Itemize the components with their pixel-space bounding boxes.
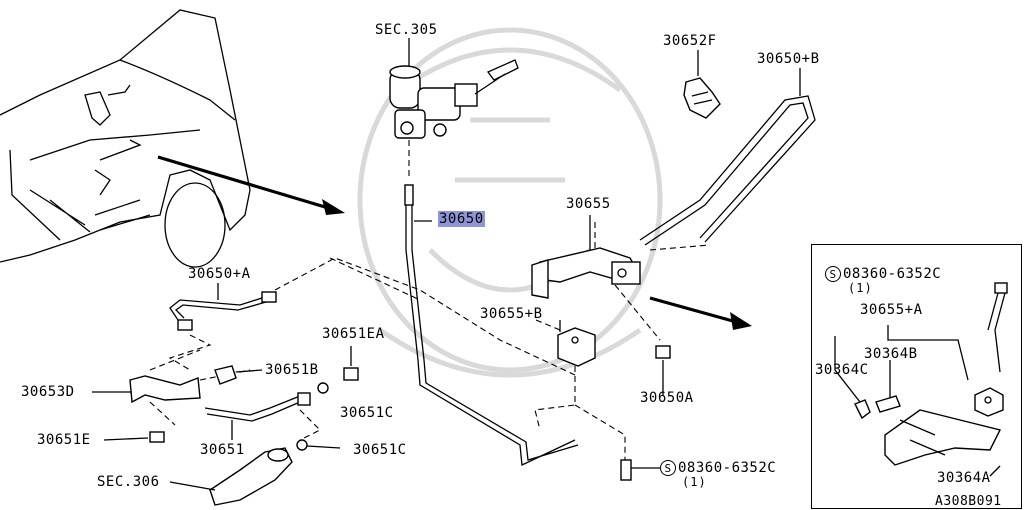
label-sec305: SEC.305 bbox=[375, 22, 438, 38]
bracket-30653d bbox=[92, 349, 251, 426]
clip-30651b bbox=[214, 365, 263, 385]
pointer-arrows bbox=[157, 155, 752, 330]
hose-30651 bbox=[204, 382, 329, 441]
slave-cylinder bbox=[169, 447, 293, 506]
clip-30652f bbox=[683, 77, 721, 119]
washer-30651c bbox=[296, 439, 341, 451]
label-30650b: 30650+B bbox=[757, 51, 820, 67]
label-30651e: 30651E bbox=[37, 432, 91, 448]
s-symbol-icon: S bbox=[825, 266, 841, 282]
label-30655b: 30655+B bbox=[480, 306, 543, 322]
label-30653d: 30653D bbox=[21, 384, 75, 400]
label-30655: 30655 bbox=[566, 196, 611, 212]
inset-label-30364c: 30364C bbox=[815, 362, 869, 378]
label-30651ea: 30651EA bbox=[322, 326, 385, 342]
label-30650a: 30650A bbox=[640, 390, 694, 406]
inset-qty-bolt: (1) bbox=[848, 281, 873, 295]
pipe-30650a-plus bbox=[168, 257, 576, 376]
inset-label-30655a: 30655+A bbox=[860, 302, 923, 318]
inset-label-30364b: 30364B bbox=[864, 346, 918, 362]
label-30650a-plus: 30650+A bbox=[188, 266, 251, 282]
bolt-30650a bbox=[655, 345, 671, 385]
label-sec306: SEC.306 bbox=[97, 474, 160, 490]
qty-bolt-main: (1) bbox=[682, 475, 707, 489]
detail-inset bbox=[811, 244, 1022, 509]
bolt-30651e bbox=[103, 431, 165, 443]
pipe-30650b bbox=[639, 85, 816, 246]
diagram-id: A308B091 bbox=[935, 494, 1002, 509]
leader-lines bbox=[217, 38, 801, 395]
inset-bolt-part-number: 08360-6352C bbox=[843, 266, 942, 282]
bracket-30655 bbox=[531, 222, 711, 341]
inset-parts bbox=[834, 282, 1008, 477]
s-symbol-icon: S bbox=[660, 460, 676, 476]
bolt-30651ea bbox=[343, 346, 359, 381]
master-cylinder bbox=[389, 59, 519, 180]
label-30650-highlighted[interactable]: 30650 bbox=[438, 211, 485, 227]
label-30651c-upper: 30651C bbox=[340, 405, 394, 421]
connector-30655b bbox=[534, 319, 626, 460]
bolt-part-number: 08360-6352C bbox=[678, 460, 777, 476]
clutch-pipe-30650 bbox=[404, 184, 579, 466]
inset-label-30364a: 30364A bbox=[937, 470, 991, 486]
bolt-08360-main bbox=[620, 459, 660, 481]
label-30651b: 30651B bbox=[265, 362, 319, 378]
label-30652f: 30652F bbox=[663, 33, 717, 49]
car-illustration bbox=[0, 9, 251, 268]
label-30651: 30651 bbox=[200, 442, 245, 458]
label-30651c-lower: 30651C bbox=[353, 442, 407, 458]
watermark bbox=[357, 27, 663, 378]
